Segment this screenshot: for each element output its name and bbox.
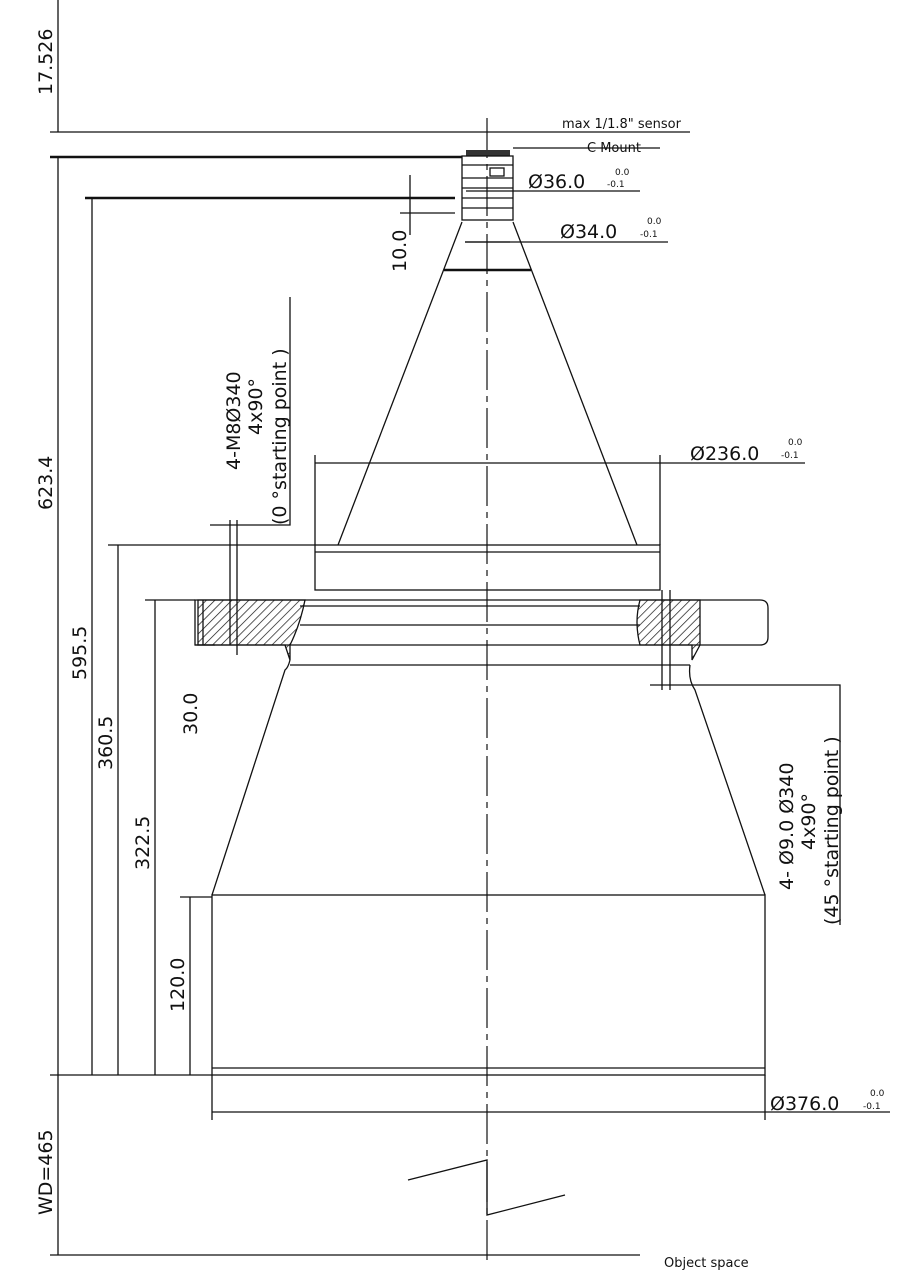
- vertical-dimensions: [57, 0, 411, 1255]
- svg-text:0.0: 0.0: [615, 168, 630, 178]
- note-thread-holes: 4-M8Ø340 4x90° (0 °starting point ): [210, 297, 291, 526]
- dim-working-distance: WD=465: [35, 1129, 57, 1215]
- callout-d36: Ø36.0 0.0 -0.1: [466, 168, 640, 193]
- dim-120: 120.0: [167, 958, 189, 1012]
- svg-text:-0.1: -0.1: [863, 1102, 881, 1112]
- callout-d34: Ø34.0 0.0 -0.1: [465, 217, 668, 243]
- dim-sensor-offset: 17.526: [35, 29, 57, 95]
- c-mount: [461, 150, 514, 221]
- svg-text:4x90°: 4x90°: [798, 793, 820, 850]
- c-mount-label: C Mount: [587, 141, 641, 156]
- break-symbol: [407, 1159, 566, 1216]
- note-through-holes: 4- Ø9.0 Ø340 4x90° (45 °starting point ): [650, 684, 843, 925]
- svg-text:4x90°: 4x90°: [245, 378, 267, 435]
- svg-text:-0.1: -0.1: [640, 230, 658, 240]
- svg-text:0.0: 0.0: [788, 438, 803, 448]
- svg-text:4-M8Ø340: 4-M8Ø340: [223, 371, 245, 470]
- flange: [194, 520, 769, 690]
- dim-360: 360.5: [95, 716, 117, 770]
- dim-total-length: 623.4: [35, 456, 57, 510]
- svg-text:0.0: 0.0: [870, 1089, 885, 1099]
- ring-236: [314, 544, 661, 591]
- dim-322: 322.5: [132, 816, 154, 870]
- svg-text:4- Ø9.0 Ø340: 4- Ø9.0 Ø340: [776, 763, 798, 890]
- svg-text:(0 °starting point ): (0 °starting point ): [269, 348, 291, 525]
- dim-10: 10.0: [389, 230, 411, 272]
- dim-30: 30.0: [180, 693, 202, 735]
- svg-text:-0.1: -0.1: [781, 451, 799, 461]
- lower-body: [211, 659, 766, 1076]
- callout-d376: Ø376.0 0.0 -0.1: [211, 1075, 890, 1120]
- sensor-label: max 1/1.8" sensor: [562, 117, 682, 132]
- svg-text:-0.1: -0.1: [607, 180, 625, 190]
- svg-text:(45 °starting point ): (45 °starting point ): [821, 736, 843, 925]
- svg-text:Ø376.0: Ø376.0: [770, 1093, 839, 1115]
- svg-text:0.0: 0.0: [647, 217, 662, 227]
- object-space-label: Object space: [664, 1256, 749, 1271]
- callout-d236: Ø236.0 0.0 -0.1: [314, 438, 805, 545]
- svg-text:Ø36.0: Ø36.0: [528, 171, 585, 193]
- dim-595: 595.5: [69, 626, 91, 680]
- svg-text:Ø34.0: Ø34.0: [560, 221, 617, 243]
- reference-lines: [50, 131, 690, 1256]
- svg-text:Ø236.0: Ø236.0: [690, 443, 759, 465]
